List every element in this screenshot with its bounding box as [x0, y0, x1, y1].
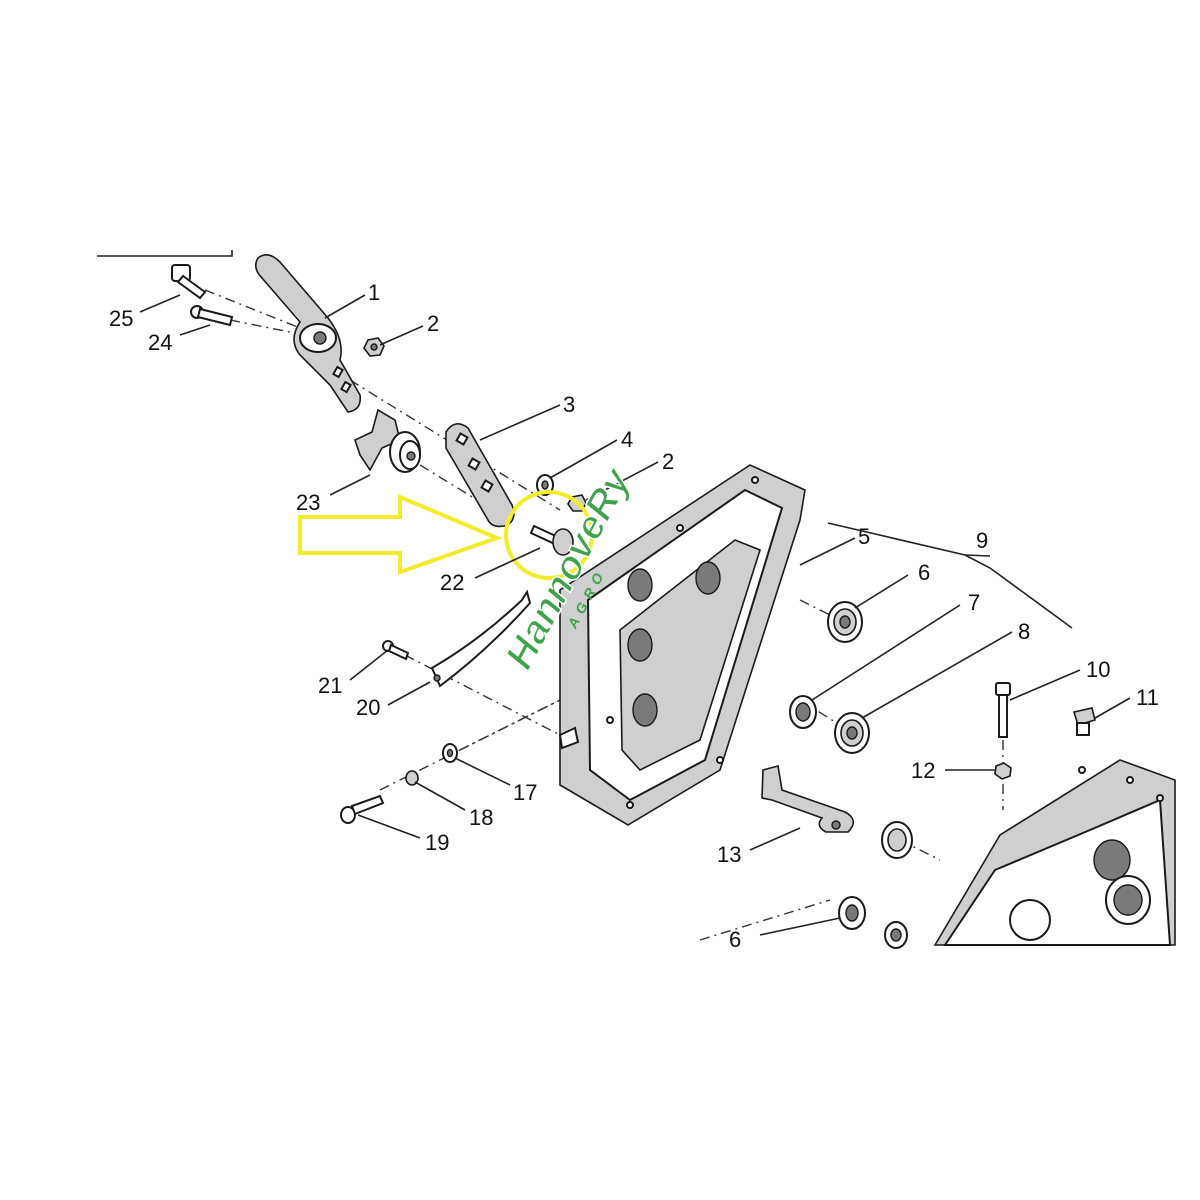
callout-11: 11 [1136, 685, 1159, 710]
callout-21: 21 [318, 673, 342, 698]
group-9-bracket [827, 522, 1073, 629]
part-1-lever [254, 254, 362, 413]
part-21-screw [382, 640, 410, 661]
callout-6-upper: 6 [918, 560, 930, 585]
part-2-nut-upper [363, 337, 385, 357]
part-25-bolt [171, 264, 207, 300]
part-19-bolt [340, 794, 385, 824]
callout-23: 23 [296, 490, 320, 515]
callout-6-lower: 6 [729, 927, 741, 952]
part-10-bolt [995, 682, 1011, 738]
part-8-bearing [834, 712, 870, 754]
frame-rule [97, 250, 233, 257]
callout-3: 3 [563, 392, 575, 417]
callout-13: 13 [717, 842, 741, 867]
callouts: 25 24 1 2 3 4 2 23 22 5 9 6 7 8 10 11 12… [109, 280, 1159, 952]
part-22-pin [529, 524, 574, 556]
part-11-plug [1072, 707, 1096, 736]
part-6-seal-lower [838, 821, 913, 949]
callout-12: 12 [911, 758, 935, 783]
callout-2-lower: 2 [662, 449, 674, 474]
part-20-strip [430, 589, 532, 688]
callout-2-upper: 2 [427, 311, 439, 336]
callout-17: 17 [513, 780, 537, 805]
callout-18: 18 [469, 805, 493, 830]
callout-25: 25 [109, 306, 133, 331]
callout-20: 20 [356, 695, 380, 720]
part-17-washer [442, 743, 458, 763]
part-18-washer [405, 770, 419, 786]
part-6-bearing-upper [827, 601, 863, 643]
part-23-knob [354, 408, 421, 473]
gearbox-housing-left [558, 464, 806, 826]
callout-19: 19 [425, 830, 449, 855]
highlight-arrow [298, 493, 503, 575]
leader-lines [139, 294, 1131, 936]
callout-9: 9 [976, 528, 988, 553]
callout-24: 24 [148, 330, 172, 355]
callout-4: 4 [621, 427, 633, 452]
callout-22: 22 [440, 570, 464, 595]
part-13-bracket [761, 765, 855, 833]
highlight-circle [504, 490, 594, 580]
callout-1: 1 [368, 280, 380, 305]
callout-10: 10 [1086, 657, 1110, 682]
part-7-seal [789, 695, 817, 729]
gearbox-housing-right [933, 759, 1176, 946]
callout-5: 5 [858, 524, 870, 549]
callout-8: 8 [1018, 619, 1030, 644]
part-12-nut [994, 762, 1012, 780]
part-24-bolt [190, 305, 234, 327]
callout-7: 7 [968, 590, 980, 615]
part-3-link-plate [445, 423, 515, 528]
